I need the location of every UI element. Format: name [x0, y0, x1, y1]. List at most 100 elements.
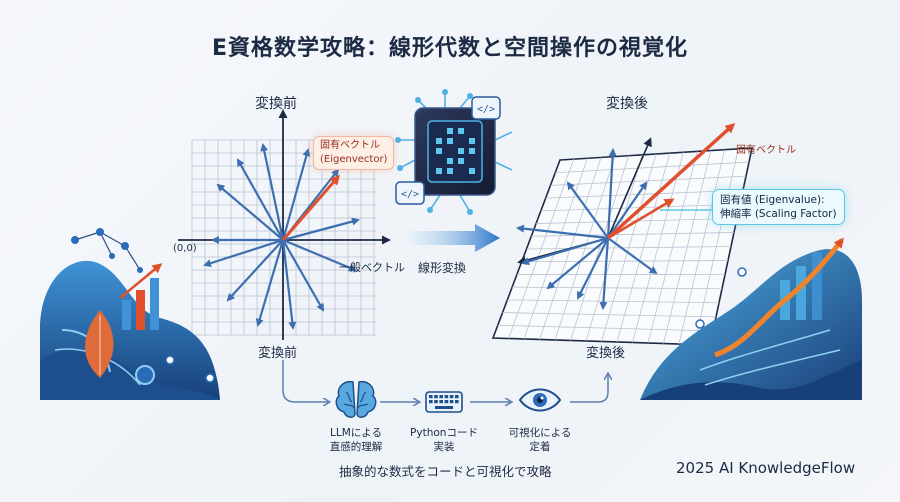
chip-icon: </> </>: [395, 89, 513, 215]
before-label: 変換前: [255, 96, 297, 112]
tagline: 抽象的な数式をコードと可視化で攻略: [339, 464, 552, 479]
origin-label: (0,0): [173, 243, 197, 254]
chip-pixel: [436, 138, 442, 144]
general-vector-arrow: [281, 239, 297, 330]
grid-line: [616, 153, 671, 343]
general-vector-arrow: [282, 238, 357, 272]
grid-line: [526, 246, 732, 250]
chip-pixel: [447, 128, 453, 134]
svg-text:</>: </>: [477, 104, 495, 115]
step-visualize-line2: 定着: [529, 441, 551, 453]
keyboard-key: [434, 395, 438, 399]
general-vector-arrow: [606, 148, 617, 239]
grid-line: [663, 150, 712, 344]
chip-pixel: [458, 158, 464, 164]
grid-line: [678, 149, 725, 345]
grid-line: [502, 312, 717, 318]
chip-pixel: [447, 138, 453, 144]
step-visualize: 可視化による 定着: [500, 426, 580, 454]
eigenvector-after-label: 固有ベクトル: [736, 145, 796, 156]
general-vector-arrow: [607, 237, 658, 275]
grid-line: [647, 151, 698, 344]
general-vector-arrow: [566, 181, 609, 239]
grid-line: [497, 324, 714, 332]
keyboard-key: [429, 400, 433, 404]
general-vector-arrow: [546, 237, 609, 290]
after-eigenvector-arrow: [606, 122, 736, 240]
chip-pixel: [458, 148, 464, 154]
eigenvector-callout: 固有ベクトル (Eigenvector): [313, 136, 395, 170]
step-llm: LLMによる 直感的理解: [318, 426, 394, 454]
before-eigenvector-arrow: [281, 174, 340, 241]
eigenvector-callout-line1: 固有ベクトル: [320, 140, 380, 151]
grid-line: [507, 299, 720, 304]
left-decoration: [40, 228, 220, 400]
step-visualize-line1: 可視化による: [508, 427, 572, 439]
before-general-vectors: [203, 143, 360, 330]
general-vector-arrow: [282, 217, 360, 242]
keyboard-key: [439, 395, 443, 399]
keyboard-key: [444, 395, 449, 399]
after-eigenvector-short: [607, 198, 675, 240]
credit: 2025 AI KnowledgeFlow: [676, 459, 856, 477]
step-llm-line1: LLMによる: [330, 427, 382, 439]
keyboard-key: [455, 395, 459, 399]
chip-pixel: [469, 138, 475, 144]
general-vector-arrow: [226, 239, 284, 302]
chip-pixel: [458, 128, 464, 134]
svg-text:</>: </>: [401, 189, 419, 200]
general-vector-arrow: [260, 143, 285, 241]
general-vector-arrow: [521, 236, 609, 266]
chip-pixel: [447, 168, 453, 174]
general-vector-arrow: [255, 239, 285, 327]
general-vector-arrow: [282, 239, 324, 312]
general-vector-arrow: [607, 181, 648, 239]
grid-line: [632, 152, 684, 343]
transform-arrow: [408, 224, 500, 252]
grid-line: [694, 148, 739, 345]
general-vector-arrow: [516, 224, 609, 240]
eigenvalue-callout-line2: 伸縮率 (Scaling Factor): [720, 208, 837, 220]
general-vector-arrow: [203, 238, 284, 267]
transform-label: 線形変換: [418, 261, 467, 275]
keyboard-key: [439, 400, 443, 404]
keyboard-key: [429, 395, 433, 399]
keyboard-key: [449, 395, 454, 399]
general-vector-label: 一般ベクトル: [339, 261, 405, 274]
step-python-line1: Pythonコード: [410, 427, 478, 439]
chip-pixel: [436, 148, 442, 154]
after-grid: [491, 147, 754, 346]
grid-line: [521, 260, 729, 263]
eye-icon: [518, 388, 562, 412]
step-llm-line2: 直感的理解: [329, 441, 383, 453]
eigenvalue-callout: 固有値 (Eigenvalue): 伸縮率 (Scaling Factor): [712, 189, 845, 225]
keyboard-key: [455, 400, 459, 404]
eigenvector-callout-line2: (Eigenvector): [320, 154, 388, 165]
keyboard-key: [449, 400, 454, 404]
eigenvalue-callout-line1: 固有値 (Eigenvalue):: [720, 194, 825, 206]
keyboard-key: [444, 400, 449, 404]
chip-pixel: [436, 168, 442, 174]
after-bottom-label: 変換後: [586, 346, 626, 361]
page-title: E資格数学攻略：線形代数と空間操作の視覚化: [211, 36, 689, 61]
keyboard-key: [434, 400, 438, 404]
after-general-vectors: [516, 148, 658, 310]
right-decoration: [640, 237, 862, 400]
general-vector-arrow: [577, 237, 609, 300]
step-python: Pythonコード 実装: [404, 426, 484, 454]
before-bottom-label: 変換前: [258, 346, 298, 361]
after-axis-2: [607, 137, 652, 239]
general-vector-arrow: [281, 148, 311, 241]
general-vector-arrow: [237, 158, 284, 241]
chip-pixel: [469, 168, 475, 174]
step-python-line2: 実装: [433, 441, 455, 453]
workflow-flow-line: [282, 360, 608, 402]
brain-icon: [335, 380, 377, 418]
keyboard-icon: [425, 391, 463, 413]
chip-pixel: [447, 158, 453, 164]
general-vector-arrow: [599, 237, 610, 310]
after-label: 変換後: [606, 96, 648, 112]
general-vector-arrow: [216, 183, 284, 241]
chip-pixel: [469, 148, 475, 154]
